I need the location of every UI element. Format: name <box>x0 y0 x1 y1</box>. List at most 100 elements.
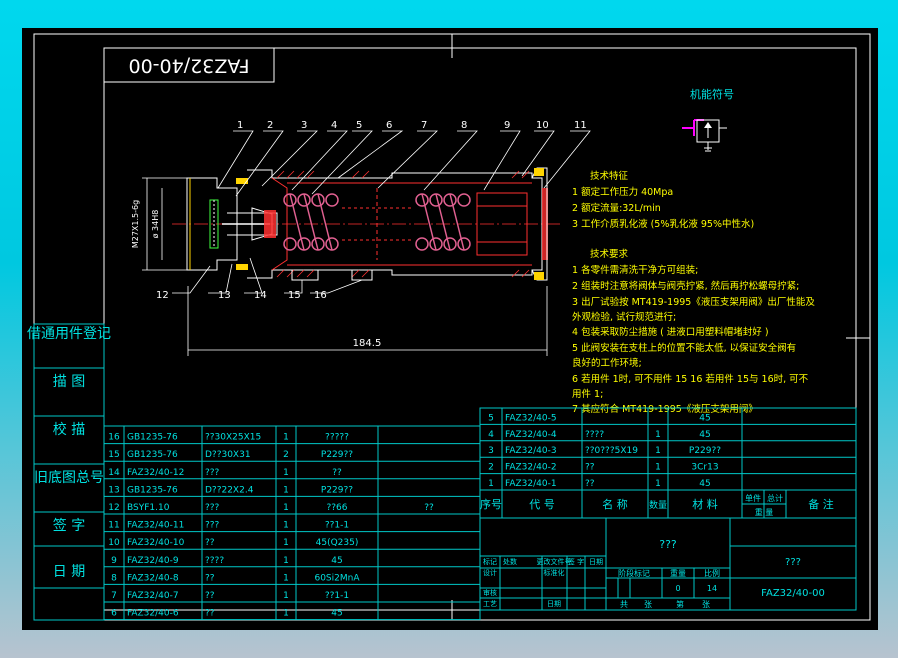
rotated-number-box <box>103 47 275 83</box>
tech-specs: 技术特征 1 额定工作压力 40Mpa 2 额定流量:32L/min 3 工作介… <box>572 170 754 230</box>
bom-cell-name: ??30X25X15 <box>205 433 261 443</box>
bom-cell-note: ?? <box>424 503 434 513</box>
bom-cell-qty: 1 <box>283 503 289 513</box>
bom-cell-name: ?? <box>205 538 215 548</box>
bom-header-note: 备 注 <box>808 497 834 511</box>
bom-cell-no: 13 <box>108 485 119 495</box>
bom-cell-no: 6 <box>111 609 117 619</box>
bom-cell-no: 11 <box>108 521 119 531</box>
bom-cell-no: 14 <box>108 468 120 478</box>
bom-cell-no: 5 <box>488 413 494 423</box>
sheet-unit-right: 张 <box>702 600 710 609</box>
bom-cell-code: FAZ32/40-6 <box>127 609 179 619</box>
title-block <box>479 517 857 611</box>
tech-spec-line: 2 额定流量:32L/min <box>572 202 661 214</box>
bom-cell-no: 1 <box>488 479 494 489</box>
bom-cell-qty: 1 <box>283 485 289 495</box>
bom-cell-qty: 1 <box>283 433 289 443</box>
bom-cell-no: 15 <box>108 450 119 460</box>
strip-label: 日 期 <box>53 564 85 580</box>
tech-req-line: 6 若用件 1时, 可不用件 15 16 若用件 15与 16时, 可不 <box>572 373 809 385</box>
sheet-unit-left: 张 <box>644 600 652 609</box>
balloon-label: 2 <box>267 120 273 131</box>
bom-cell-material: ????? <box>325 433 349 443</box>
bom-cell-code: GB1235-76 <box>127 450 178 460</box>
cad-viewport[interactable]: FAZ32/40-00 机能符号 技术特征 1 额定工作压力 40Mpa 2 额… <box>22 28 878 630</box>
balloon-label: 7 <box>421 120 427 131</box>
bom-cell-no: 10 <box>108 538 120 548</box>
tech-spec-line: 1 额定工作压力 40Mpa <box>572 186 673 198</box>
strip-label: 校 描 <box>53 421 85 438</box>
bom-cell-code: GB1235-76 <box>127 485 178 495</box>
balloon-label: 6 <box>386 120 392 131</box>
bom-cell-material: ??66 <box>326 503 347 513</box>
bom-cell-name: ?? <box>585 463 595 473</box>
bom-cell-qty: 1 <box>283 538 289 548</box>
sheet-label-right: 第 <box>676 599 684 609</box>
strip-label: 签 字 <box>53 517 85 534</box>
bom-header-total: 总计 <box>767 493 783 503</box>
bom-cell-code: FAZ32/40-5 <box>505 413 557 423</box>
balloon-label: 3 <box>301 120 307 131</box>
bom-cell-code: FAZ32/40-8 <box>127 573 179 583</box>
balloon-label: 1 <box>237 120 243 131</box>
sign-check: 审核 <box>483 588 497 597</box>
bom-cell-code: FAZ32/40-10 <box>127 538 185 548</box>
bom-cell-material: ?? <box>332 468 342 478</box>
bom-header-weight: 重 量 <box>755 507 774 517</box>
bom-cell-material: ??1-1 <box>325 521 349 531</box>
bom-cell-material: P229?? <box>321 450 353 460</box>
bom-cell-qty: 1 <box>655 463 661 473</box>
tech-req-line: 1 各零件需清洗干净方可组装; <box>572 264 698 276</box>
bom-cell-no: 9 <box>111 556 117 566</box>
sign-change-doc: 更改文件号 <box>537 557 572 566</box>
bom-cell-no: 2 <box>488 463 494 473</box>
tech-req-line: 4 包装采取防尘措施 ( 进液口用塑料帽堵封好 ) <box>572 326 769 338</box>
bom-cell-material: 3Cr13 <box>691 463 718 473</box>
balloon-label: 9 <box>504 120 510 131</box>
bom-cell-name: ??? <box>205 468 220 478</box>
bom-cell-name: ??? <box>205 503 220 513</box>
tech-req-heading: 技术要求 <box>590 248 629 260</box>
sheet-label-left: 共 <box>620 600 628 609</box>
bom-cell-material: P229?? <box>321 485 353 495</box>
bom-cell-qty: 1 <box>655 430 661 440</box>
dim-length: 184.5 <box>353 338 382 349</box>
bom-header-single: 单件 <box>745 493 761 503</box>
bom-cell-no: 8 <box>111 573 117 583</box>
scale-label: 比例 <box>704 568 720 578</box>
sign-process: 工艺 <box>483 600 497 608</box>
valve-section-view <box>172 167 562 281</box>
bom-cell-name: D??30X31 <box>205 450 251 460</box>
sign-designer: 设计 <box>483 568 497 577</box>
bom-cell-name: ?? <box>585 479 595 489</box>
bom-cell-qty: 1 <box>283 573 289 583</box>
bom-cell-name: ?? <box>205 591 215 601</box>
balloon-label: 5 <box>356 120 362 131</box>
bom-cell-material: 45 <box>699 413 710 423</box>
tech-req-line: 7 其应符合 MT419-1995《液压支架用阀》 <box>572 403 758 415</box>
tech-specs-heading: 技术特征 <box>590 170 629 182</box>
bom-cell-code: FAZ32/40-9 <box>127 556 179 566</box>
balloon-label: 4 <box>331 120 337 131</box>
bom-cell-material: P229?? <box>689 446 721 456</box>
balloon-label: 10 <box>536 120 549 131</box>
bom-cell-material: 45 <box>331 609 342 619</box>
sign-standard: 标准化 <box>544 568 565 577</box>
bom-cell-code: BSYF1.10 <box>127 503 170 513</box>
bom-cell-material: 60Si2MnA <box>314 573 360 583</box>
bom-cell-qty: 1 <box>283 609 289 619</box>
tech-req-line: 用件 1; <box>572 388 603 400</box>
bom-cell-name: ?? <box>205 573 215 583</box>
tech-req-line: 2 组装时注意将阀体与阀壳拧紧, 然后再拧松螺母拧紧; <box>572 280 799 292</box>
bom-cell-material: 45 <box>699 430 710 440</box>
weight-label: 重量 <box>670 568 686 578</box>
bom-cell-code: FAZ32/40-11 <box>127 521 184 531</box>
sign-date2: 日期 <box>547 600 561 608</box>
bom-cell-qty: 1 <box>283 468 289 478</box>
bom-cell-code: FAZ32/40-7 <box>127 591 179 601</box>
bom-header-labels: 序号 代 号 名 称 数量 材 料 单件 总计 重 量 备 注 <box>480 493 834 517</box>
part-name-small: ??? <box>785 557 801 568</box>
sign-signature: 签 字 <box>568 557 584 566</box>
